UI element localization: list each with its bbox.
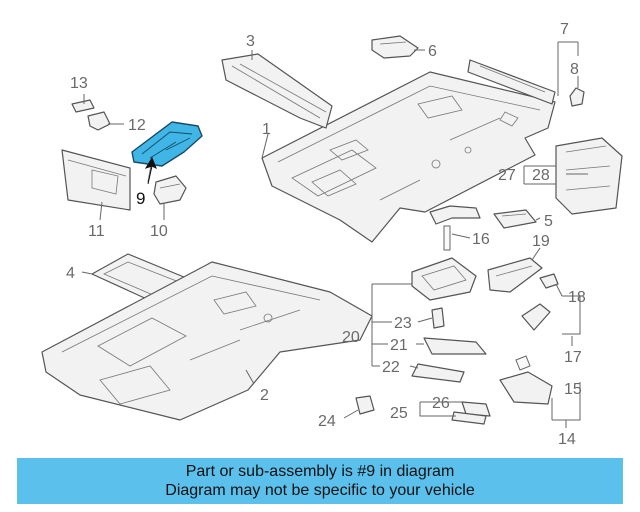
- callout-1: 1: [262, 121, 271, 138]
- leader-lines: [81, 41, 588, 428]
- part-19: [487, 257, 543, 293]
- part-16-handle: [429, 205, 481, 251]
- callout-26: 26: [432, 395, 450, 412]
- part-12: [87, 111, 111, 131]
- callout-16: 16: [472, 231, 490, 248]
- part-5: [493, 209, 537, 229]
- callout-23: 23: [394, 315, 412, 332]
- callout-4: 4: [66, 265, 75, 282]
- part-3-panel: [221, 53, 333, 129]
- callout-14: 14: [558, 431, 576, 448]
- info-banner: Part or sub-assembly is #9 in diagram Di…: [17, 458, 623, 504]
- callout-20: 20: [342, 329, 360, 346]
- callout-2: 2: [260, 387, 269, 404]
- part-6: [371, 35, 419, 59]
- callout-21: 21: [390, 337, 408, 354]
- part-9-highlighted: [131, 121, 203, 167]
- callout-25: 25: [390, 405, 408, 422]
- part-8-clip: [569, 87, 585, 107]
- banner-line-1: Part or sub-assembly is #9 in diagram: [185, 463, 455, 480]
- part-18-a: [539, 273, 559, 289]
- callout-15: 15: [564, 381, 582, 398]
- part-7-strip: [467, 59, 556, 105]
- callout-10: 10: [150, 223, 168, 240]
- callout-5: 5: [544, 213, 553, 230]
- part-15: [499, 355, 553, 405]
- callout-8: 8: [570, 61, 579, 78]
- part-21: [423, 337, 487, 355]
- callout-28: 28: [532, 167, 550, 184]
- part-18-b: [521, 303, 551, 331]
- part-9-arrow: [144, 156, 157, 185]
- banner-line-2: Diagram may not be specific to your vehi…: [165, 482, 475, 499]
- part-13: [71, 99, 95, 113]
- part-27-28-console: [555, 137, 623, 215]
- callout-24: 24: [318, 413, 336, 430]
- part-24: [355, 395, 375, 415]
- callout-18: 18: [568, 289, 586, 306]
- part-23: [431, 307, 445, 329]
- headliner-lower: [41, 261, 373, 421]
- callout-27: 27: [498, 167, 516, 184]
- part-10: [153, 175, 187, 205]
- callout-9: 9: [136, 189, 145, 208]
- callout-13: 13: [70, 75, 88, 92]
- part-20-housing: [411, 257, 477, 301]
- callout-7: 7: [560, 21, 569, 38]
- callout-19: 19: [532, 233, 550, 250]
- callout-3: 3: [246, 33, 255, 50]
- callout-11: 11: [88, 223, 105, 240]
- callout-17: 17: [564, 349, 582, 366]
- headliner-upper: [261, 71, 556, 243]
- callout-22: 22: [382, 359, 400, 376]
- part-26: [461, 401, 491, 417]
- callout-6: 6: [428, 43, 437, 60]
- part-11-sun-visor: [61, 149, 131, 211]
- part-25: [451, 411, 487, 425]
- callout-12: 12: [128, 117, 146, 134]
- part-22: [411, 363, 465, 383]
- callout-labels: 3 1 6 7 8 13 12 9 11 10 4 2 5 16 19 27 2…: [66, 21, 586, 448]
